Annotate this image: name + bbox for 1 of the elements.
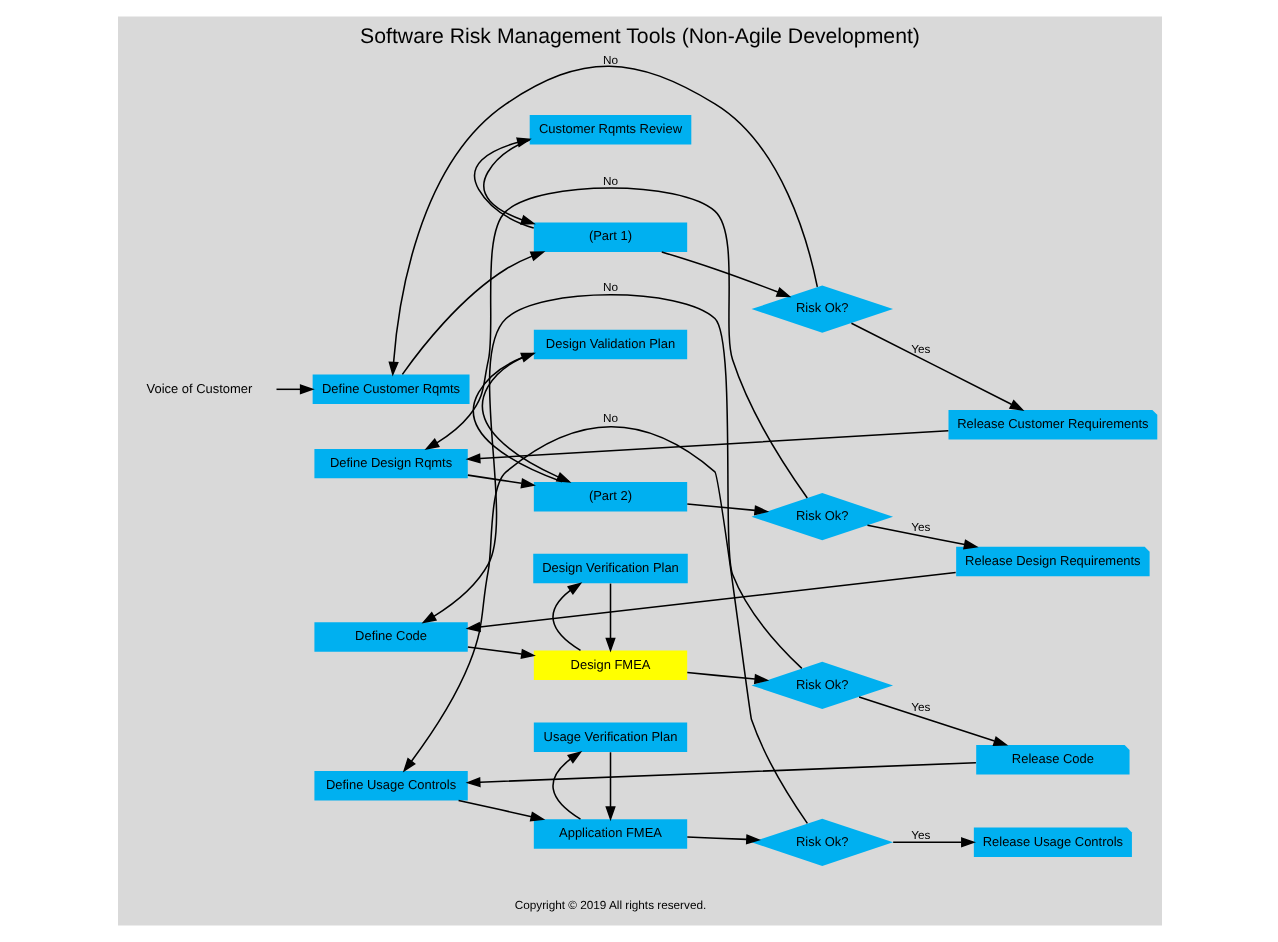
diagram-title: Software Risk Management Tools (Non-Agile Development) [359, 24, 919, 49]
